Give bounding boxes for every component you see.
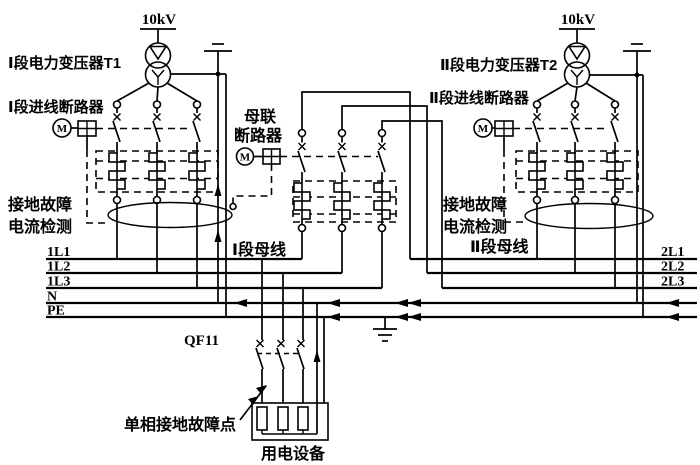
load-equipment-box [251,402,329,441]
fault-current-up-arrow [313,350,321,362]
breaker-pole-icon [255,339,264,403]
fault-current-up-arrow [214,230,222,242]
fault-detect-2-label-line1: 接地故障 [443,195,507,214]
bus-label-2l2: 2L2 [661,260,684,275]
transformer-t2-label: Ⅱ段电力变压器T2 [440,56,557,74]
load-equipment-label: 用电设备 [261,444,326,463]
current-flow-arrows [234,299,679,321]
incoming-breaker-1-icon [52,100,233,288]
motor-label: M [478,123,489,135]
incoming-breaker-2-label: Ⅱ段进线断路器 [429,89,530,107]
load-element-icon [277,406,289,431]
bus-tie-label-line1: 母联 [244,108,276,126]
bus-section1-label: Ⅰ段母线 [232,240,286,259]
load-element-icon [297,406,309,431]
breaker-pole-icon [373,128,391,288]
voltage-label-t2: 10kV [561,12,595,28]
pe-ground-icon [373,317,397,342]
ct-ring-icon [524,202,654,230]
bus-label-n: N [47,290,57,305]
breaker-pole-icon [528,100,546,259]
bus-label-2l1: 2L1 [661,245,684,260]
breaker-pole-icon [333,128,351,273]
load-element-icon [256,406,268,431]
breaker-pole-icon [566,100,584,273]
busbars [46,257,697,319]
fault-detect-1-label-line2: 电流检测 [8,217,72,236]
bus-label-1l3: 1L3 [47,275,70,290]
breaker-pole-icon [276,339,285,403]
feeder-breaker-qf11-icon [239,259,329,441]
transformer-t1-label: Ⅰ段电力变压器T1 [8,54,121,72]
neutral-pe-conductors-right [590,51,644,317]
bus-label-2l3: 2L3 [661,275,684,290]
breaker-pole-icon [293,128,311,259]
ground-icon-t2 [623,43,651,52]
bus-label-1l1: 1L1 [47,245,70,260]
fault-detect-2-label-line2: 电流检测 [443,217,507,236]
transformer-t2-icon [536,28,616,102]
bus-tie-label-line2: 断路器 [234,126,283,145]
fault-point-label: 单相接地故障点 [124,415,236,434]
motor-label: M [57,123,68,135]
motor-label: M [240,152,251,164]
fault-detect-1-label-line1: 接地故障 [8,195,72,214]
breaker-pole-icon [296,339,305,403]
bus-section2-label: Ⅱ段母线 [470,237,529,256]
bus-label-1l2: 1L2 [47,260,70,275]
feeder-breaker-label: QF11 [184,333,219,349]
bus-tie-breaker-icon [229,91,443,288]
bus-label-pe: PE [47,304,65,319]
transformer-t1-icon [116,28,198,102]
breaker-pole-icon [108,100,126,259]
voltage-label-t1: 10kV [142,12,176,28]
ct-ring-icon [107,201,233,229]
incoming-breaker-2-icon [473,100,654,288]
ground-icon-t1 [204,43,232,52]
incoming-breaker-1-label: Ⅰ段进线断路器 [8,98,105,116]
breaker-pole-icon [148,100,166,273]
